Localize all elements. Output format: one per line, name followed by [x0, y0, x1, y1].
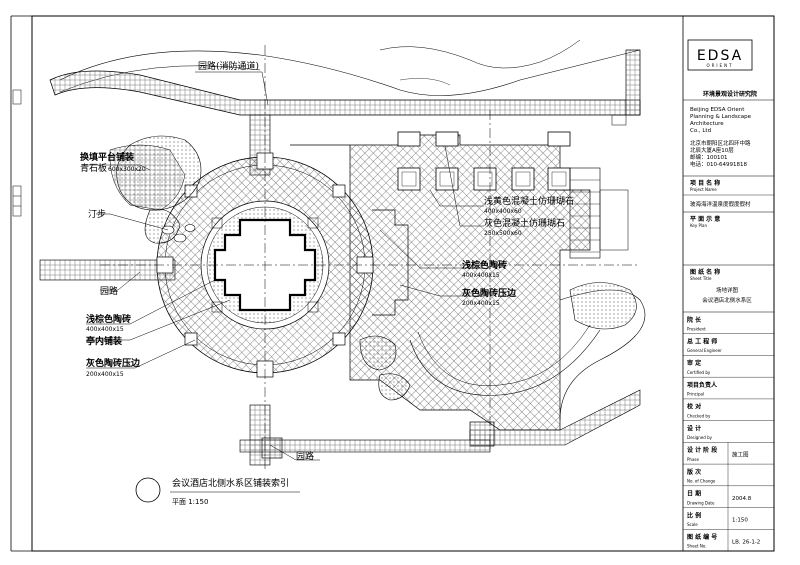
label-garden-path-left: 园路	[100, 285, 118, 297]
label-bluestone: 青石板	[80, 162, 107, 174]
title-row-en: Scale	[687, 522, 698, 527]
title-row-label: 审 定	[687, 359, 701, 367]
logo-sub: ORIENT	[706, 63, 733, 68]
title-row-en: General Engineer	[687, 348, 722, 353]
title-block: EDSA ORIENT 环境景观设计研究院 Beijing EDSA Orien…	[682, 15, 775, 552]
drawing-scale: 平面 1:150	[172, 498, 208, 506]
leader-lines	[82, 71, 484, 461]
title-row-en: Sheet No.	[687, 544, 706, 549]
drawing-name-en: Sheet Title	[690, 276, 712, 281]
label-stepping-stones: 汀步	[88, 209, 106, 220]
label-pavilion-paving: 亭内铺装	[86, 335, 123, 347]
title-row-en: Certified by	[687, 370, 711, 375]
label-grey-tile-edge-right: 灰色陶砖压边	[462, 287, 517, 299]
address-2: 北辰大厦A座10层	[690, 146, 734, 154]
south-road	[239, 439, 491, 453]
company-en-2: Planning & Landscape	[690, 114, 752, 120]
company-en-1: Beijing EDSA Orient	[690, 107, 745, 113]
title-row-value: 1:150	[732, 518, 748, 524]
key-plan-en: Key Plan	[690, 223, 707, 228]
label-light-brown-tile-right-spec: 400x400x15	[462, 272, 500, 279]
title-row-label: 日 期	[687, 490, 701, 498]
title-row-label: 项目负责人	[687, 381, 718, 389]
address-1: 北京市朝阳区北四环中路	[690, 139, 751, 147]
label-fire-road: 园路(消防通道)	[198, 60, 259, 72]
label-grey-tile-edge: 灰色陶砖压边	[86, 357, 141, 369]
label-light-brown-tile-right: 浅棕色陶砖	[462, 259, 507, 271]
drawing-name-label: 图 纸 名 称	[690, 268, 720, 276]
title-row-label: 设 计	[687, 424, 701, 432]
fire-road-band	[49, 70, 641, 116]
title-row-en: Phase	[687, 457, 699, 462]
title-row-en: Checked by	[687, 413, 711, 418]
boundary-curve	[59, 49, 641, 96]
address-4: 电话：010-64991818	[690, 160, 747, 168]
project-name-label: 项 目 名 称	[690, 179, 720, 187]
label-light-yellow-concrete-spec: 400x400x60	[484, 208, 522, 215]
annotation-labels: 园路(消防通道) 换填平台铺装 青石板 600x300x20 汀步 园路 浅棕色…	[80, 60, 574, 462]
edsa-logo	[687, 39, 753, 71]
site-plan	[39, 39, 646, 470]
label-light-brown-tile-spec: 400x400x15	[86, 326, 124, 333]
title-row-label: 总 工 程 师	[687, 338, 717, 346]
title-row-label: 校 对	[687, 403, 701, 411]
drawing-name-1: 场地详图	[716, 286, 739, 294]
label-grey-tile-edge-spec: 200x400x15	[86, 371, 124, 378]
plaza-stones	[397, 131, 571, 191]
label-grey-tile-edge-right-spec: 200x400x15	[462, 300, 500, 307]
title-row-value: 2004.8	[732, 496, 752, 502]
title-row-label: 比 例	[687, 511, 701, 519]
label-light-yellow-concrete: 浅黄色混凝土仿珊瑚石	[484, 195, 574, 207]
company-en-4: Co., Ltd	[690, 128, 711, 134]
logo-text: EDSA	[697, 48, 743, 64]
title-row-en: President	[687, 326, 706, 331]
key-plan-label: 平 面 示 意	[690, 215, 720, 223]
title-row-en: Designed by	[687, 435, 713, 440]
project-name: 玻海海洋温泉度假度假村	[690, 200, 751, 208]
institute-name: 环境景观设计研究院	[703, 90, 757, 98]
project-name-en: Project Name	[690, 187, 717, 192]
label-platform-paving: 换填平台铺装	[80, 151, 135, 163]
drawing-title-circle	[135, 477, 161, 503]
title-row-en: No. of Change	[687, 479, 716, 484]
drawing-title: 会议酒店北侧水系区铺装索引	[172, 477, 289, 489]
east-road-band	[625, 49, 641, 116]
company-en-3: Architecture	[690, 121, 724, 127]
title-row-label: 版 次	[686, 468, 701, 476]
drawing-name-2: 会议酒店北侧水系区	[702, 296, 752, 304]
title-row-en: Drawing Date	[687, 500, 715, 505]
title-row-value: 施工图	[732, 450, 749, 458]
stepping-stones	[161, 224, 196, 243]
label-light-brown-tile: 浅棕色陶砖	[86, 313, 131, 325]
title-row-value: LB. 26-1-2	[732, 539, 760, 545]
drawing-title-block: 会议酒店北侧水系区铺装索引 平面 1:150	[135, 477, 300, 506]
west-path	[39, 259, 176, 281]
title-row-label: 院 长	[687, 316, 702, 324]
label-grey-concrete-spec: 250x500x60	[484, 230, 522, 237]
title-row-label: 设 计 阶 段	[687, 446, 717, 454]
label-grey-concrete: 灰色混凝土仿珊瑚石	[484, 217, 565, 229]
label-bluestone-spec: 600x300x20	[108, 166, 146, 173]
title-row-en: Principal	[687, 392, 704, 397]
address-3: 邮编：100101	[690, 153, 728, 161]
title-row-label: 图 纸 编 号	[687, 533, 717, 541]
axis-lines	[100, 45, 640, 470]
label-garden-path-bottom: 园路	[296, 450, 314, 462]
margin-marks	[12, 89, 22, 217]
